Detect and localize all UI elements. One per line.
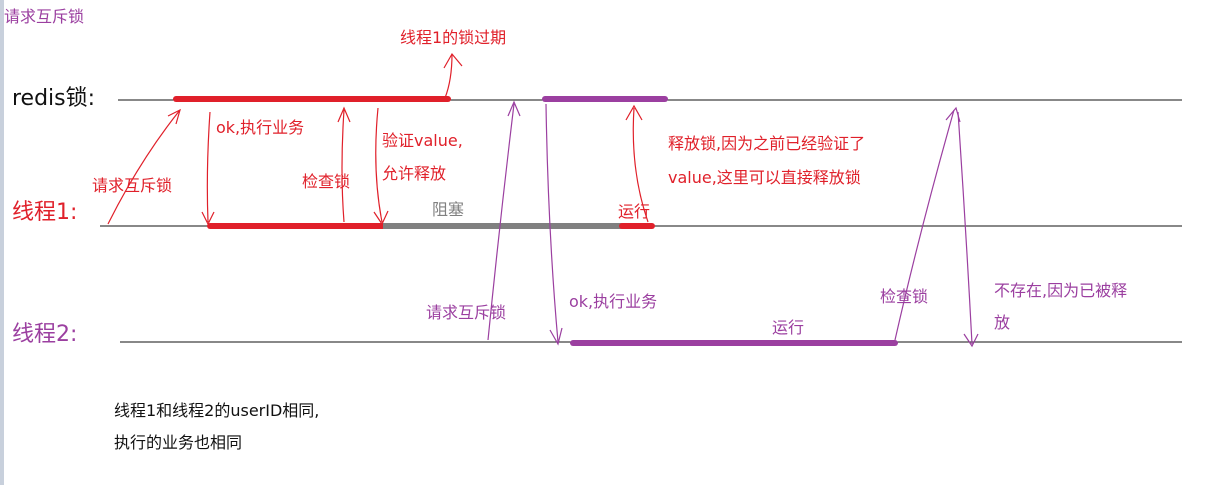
arrow-t2-request (487, 103, 515, 341)
arrow-t1-ok (206, 111, 211, 223)
t1-verify-annotation-line2: 允许释放 (382, 164, 447, 183)
t2-request-lock-annotation: 请求互斥锁 (426, 303, 507, 322)
t1-check-lock-annotation: 检查锁 (302, 172, 351, 191)
arrow-t2-check (894, 109, 955, 341)
thread1-arrows (107, 52, 649, 226)
t2-ok-execute-annotation: ok,执行业务 (569, 292, 658, 311)
corner-label: 请求互斥锁 (4, 7, 85, 26)
arrow-expired (444, 53, 453, 99)
t2-not-exist-annotation-line1: 不存在,因为已被释 (994, 281, 1128, 300)
arrow-t2-ok-head (549, 327, 563, 346)
t1-running-annotation: 运行 (618, 202, 651, 221)
arrow-t1-release-head (625, 104, 643, 121)
arrow-expired-head (443, 52, 463, 69)
t1-ok-execute-annotation: ok,执行业务 (216, 118, 305, 137)
arrow-t1-verify-head (373, 210, 389, 226)
thread2-lane-label: 线程2: (12, 322, 78, 347)
t1-verify-annotation-line1: 验证value, (382, 131, 463, 150)
t1-blocked-annotation: 阻塞 (432, 200, 465, 219)
arrow-t1-check (341, 109, 345, 223)
arrow-t2-notexist (957, 111, 973, 345)
t1-release-annotation-line1: 释放锁,因为之前已经验证了 (668, 134, 866, 153)
t2-check-lock-annotation: 检查锁 (880, 287, 929, 306)
note-line2: 执行的业务也相同 (114, 433, 243, 452)
lock-expired-annotation: 线程1的锁过期 (400, 28, 507, 47)
arrow-t1-verify (375, 107, 383, 223)
note-line1: 线程1和线程2的userID相同, (114, 401, 320, 420)
arrow-t2-notexist-head (963, 333, 979, 348)
thread1-lane-label: 线程1: (12, 200, 78, 225)
t1-release-annotation-line2: value,这里可以直接释放锁 (668, 168, 861, 187)
t1-request-lock-annotation: 请求互斥锁 (92, 176, 173, 195)
left-border (0, 0, 4, 485)
t2-running-annotation: 运行 (772, 318, 805, 337)
arrow-t1-request (107, 109, 181, 225)
arrow-t1-check-head (337, 106, 351, 123)
arrow-t2-request-head (507, 100, 521, 117)
arrow-t1-ok-head (201, 211, 215, 226)
arrow-t2-ok (545, 103, 559, 343)
thread2-arrows (487, 100, 979, 348)
redis-lane-label: redis锁: (12, 86, 96, 111)
t2-not-exist-annotation-line2: 放 (994, 313, 1011, 332)
arrow-t1-request-head (167, 108, 181, 125)
arrow-t1-release (632, 107, 649, 223)
